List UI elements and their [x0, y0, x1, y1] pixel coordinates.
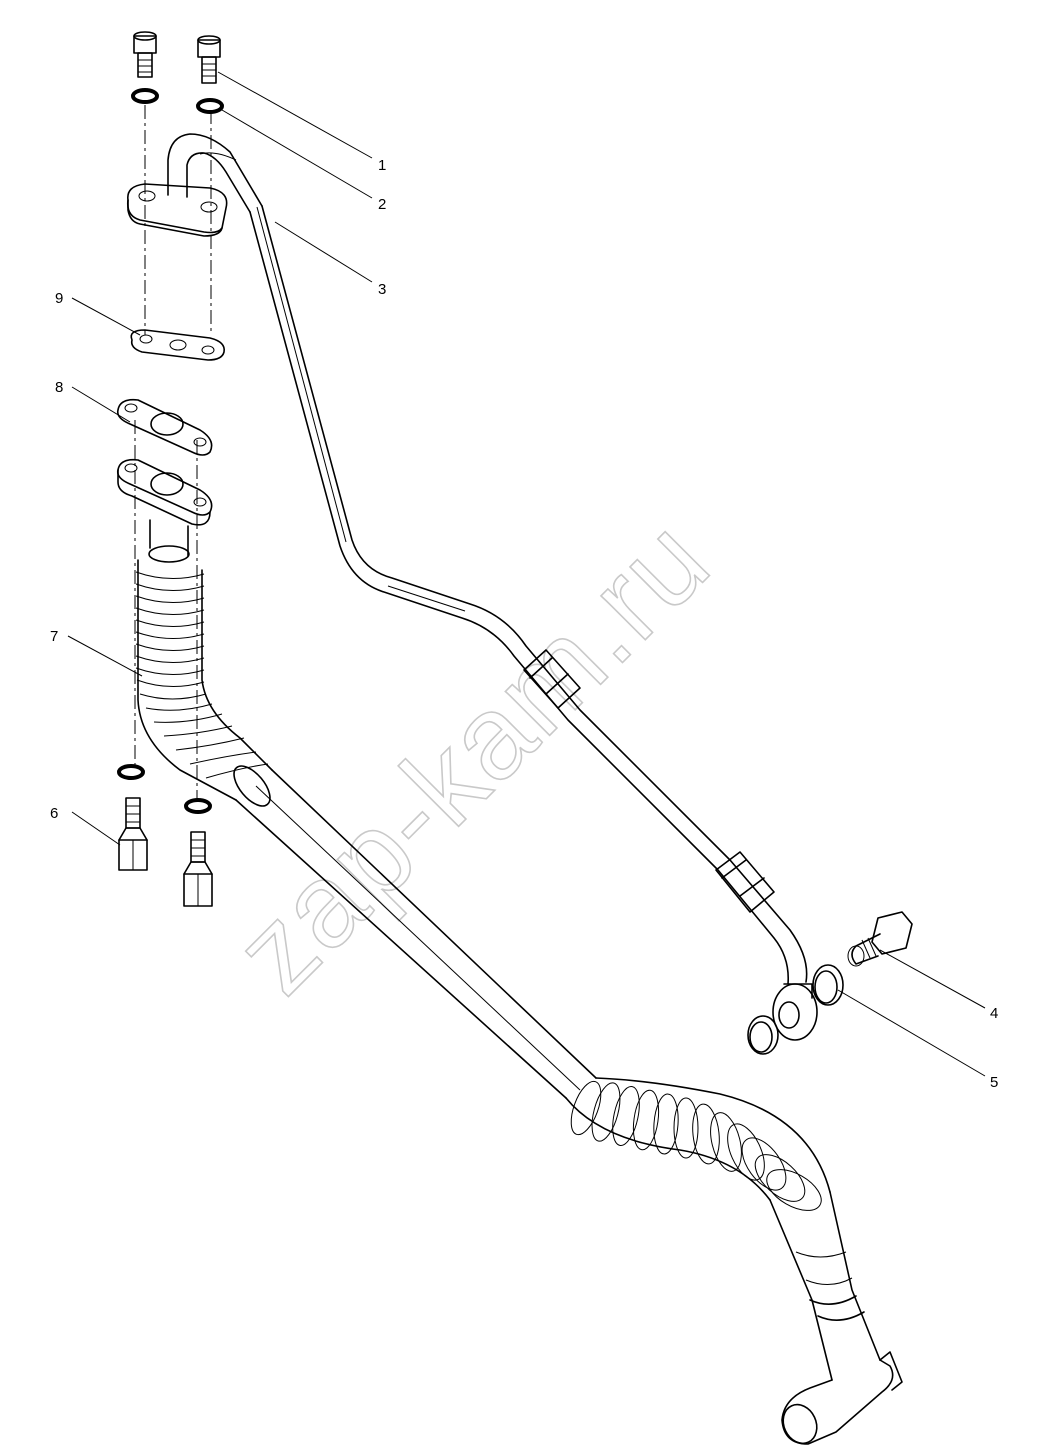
upper-flange — [126, 133, 263, 237]
callout-1: 1 — [378, 157, 386, 174]
callout-7: 7 — [50, 628, 58, 645]
upper-gasket — [130, 329, 226, 361]
stud-left — [118, 797, 148, 871]
callout-3: 3 — [378, 281, 386, 298]
lower-flange — [116, 458, 213, 563]
callout-2: 2 — [378, 196, 386, 213]
banjo-fitting — [772, 983, 818, 1041]
outlet-elbow — [769, 1191, 903, 1445]
callout-8: 8 — [55, 379, 63, 396]
washer-left — [131, 88, 159, 104]
lower-pipe — [233, 765, 597, 1099]
tube-clamp-upper — [523, 649, 581, 709]
tube-clamp-lower — [715, 851, 775, 913]
upper-tube — [199, 152, 808, 985]
banjo-bolt — [847, 911, 913, 967]
callout-5: 5 — [990, 1074, 998, 1091]
sealing-rings — [747, 964, 844, 1055]
washer-right — [196, 98, 224, 114]
callout-6: 6 — [50, 805, 58, 822]
leader-lines — [67, 71, 986, 1077]
corrugated-hose-upper — [135, 559, 273, 801]
watermark-text: zap-kam.ru — [210, 494, 735, 1019]
stud-right — [183, 831, 213, 907]
corrugated-hose-lower — [565, 1077, 831, 1211]
lower-gasket — [116, 398, 213, 456]
stud-washer-right — [184, 798, 212, 814]
bolt-right — [197, 35, 221, 84]
stud-washer-left — [117, 764, 145, 780]
bolt-left — [133, 31, 157, 78]
callout-4: 4 — [990, 1005, 998, 1022]
callout-9: 9 — [55, 290, 63, 307]
